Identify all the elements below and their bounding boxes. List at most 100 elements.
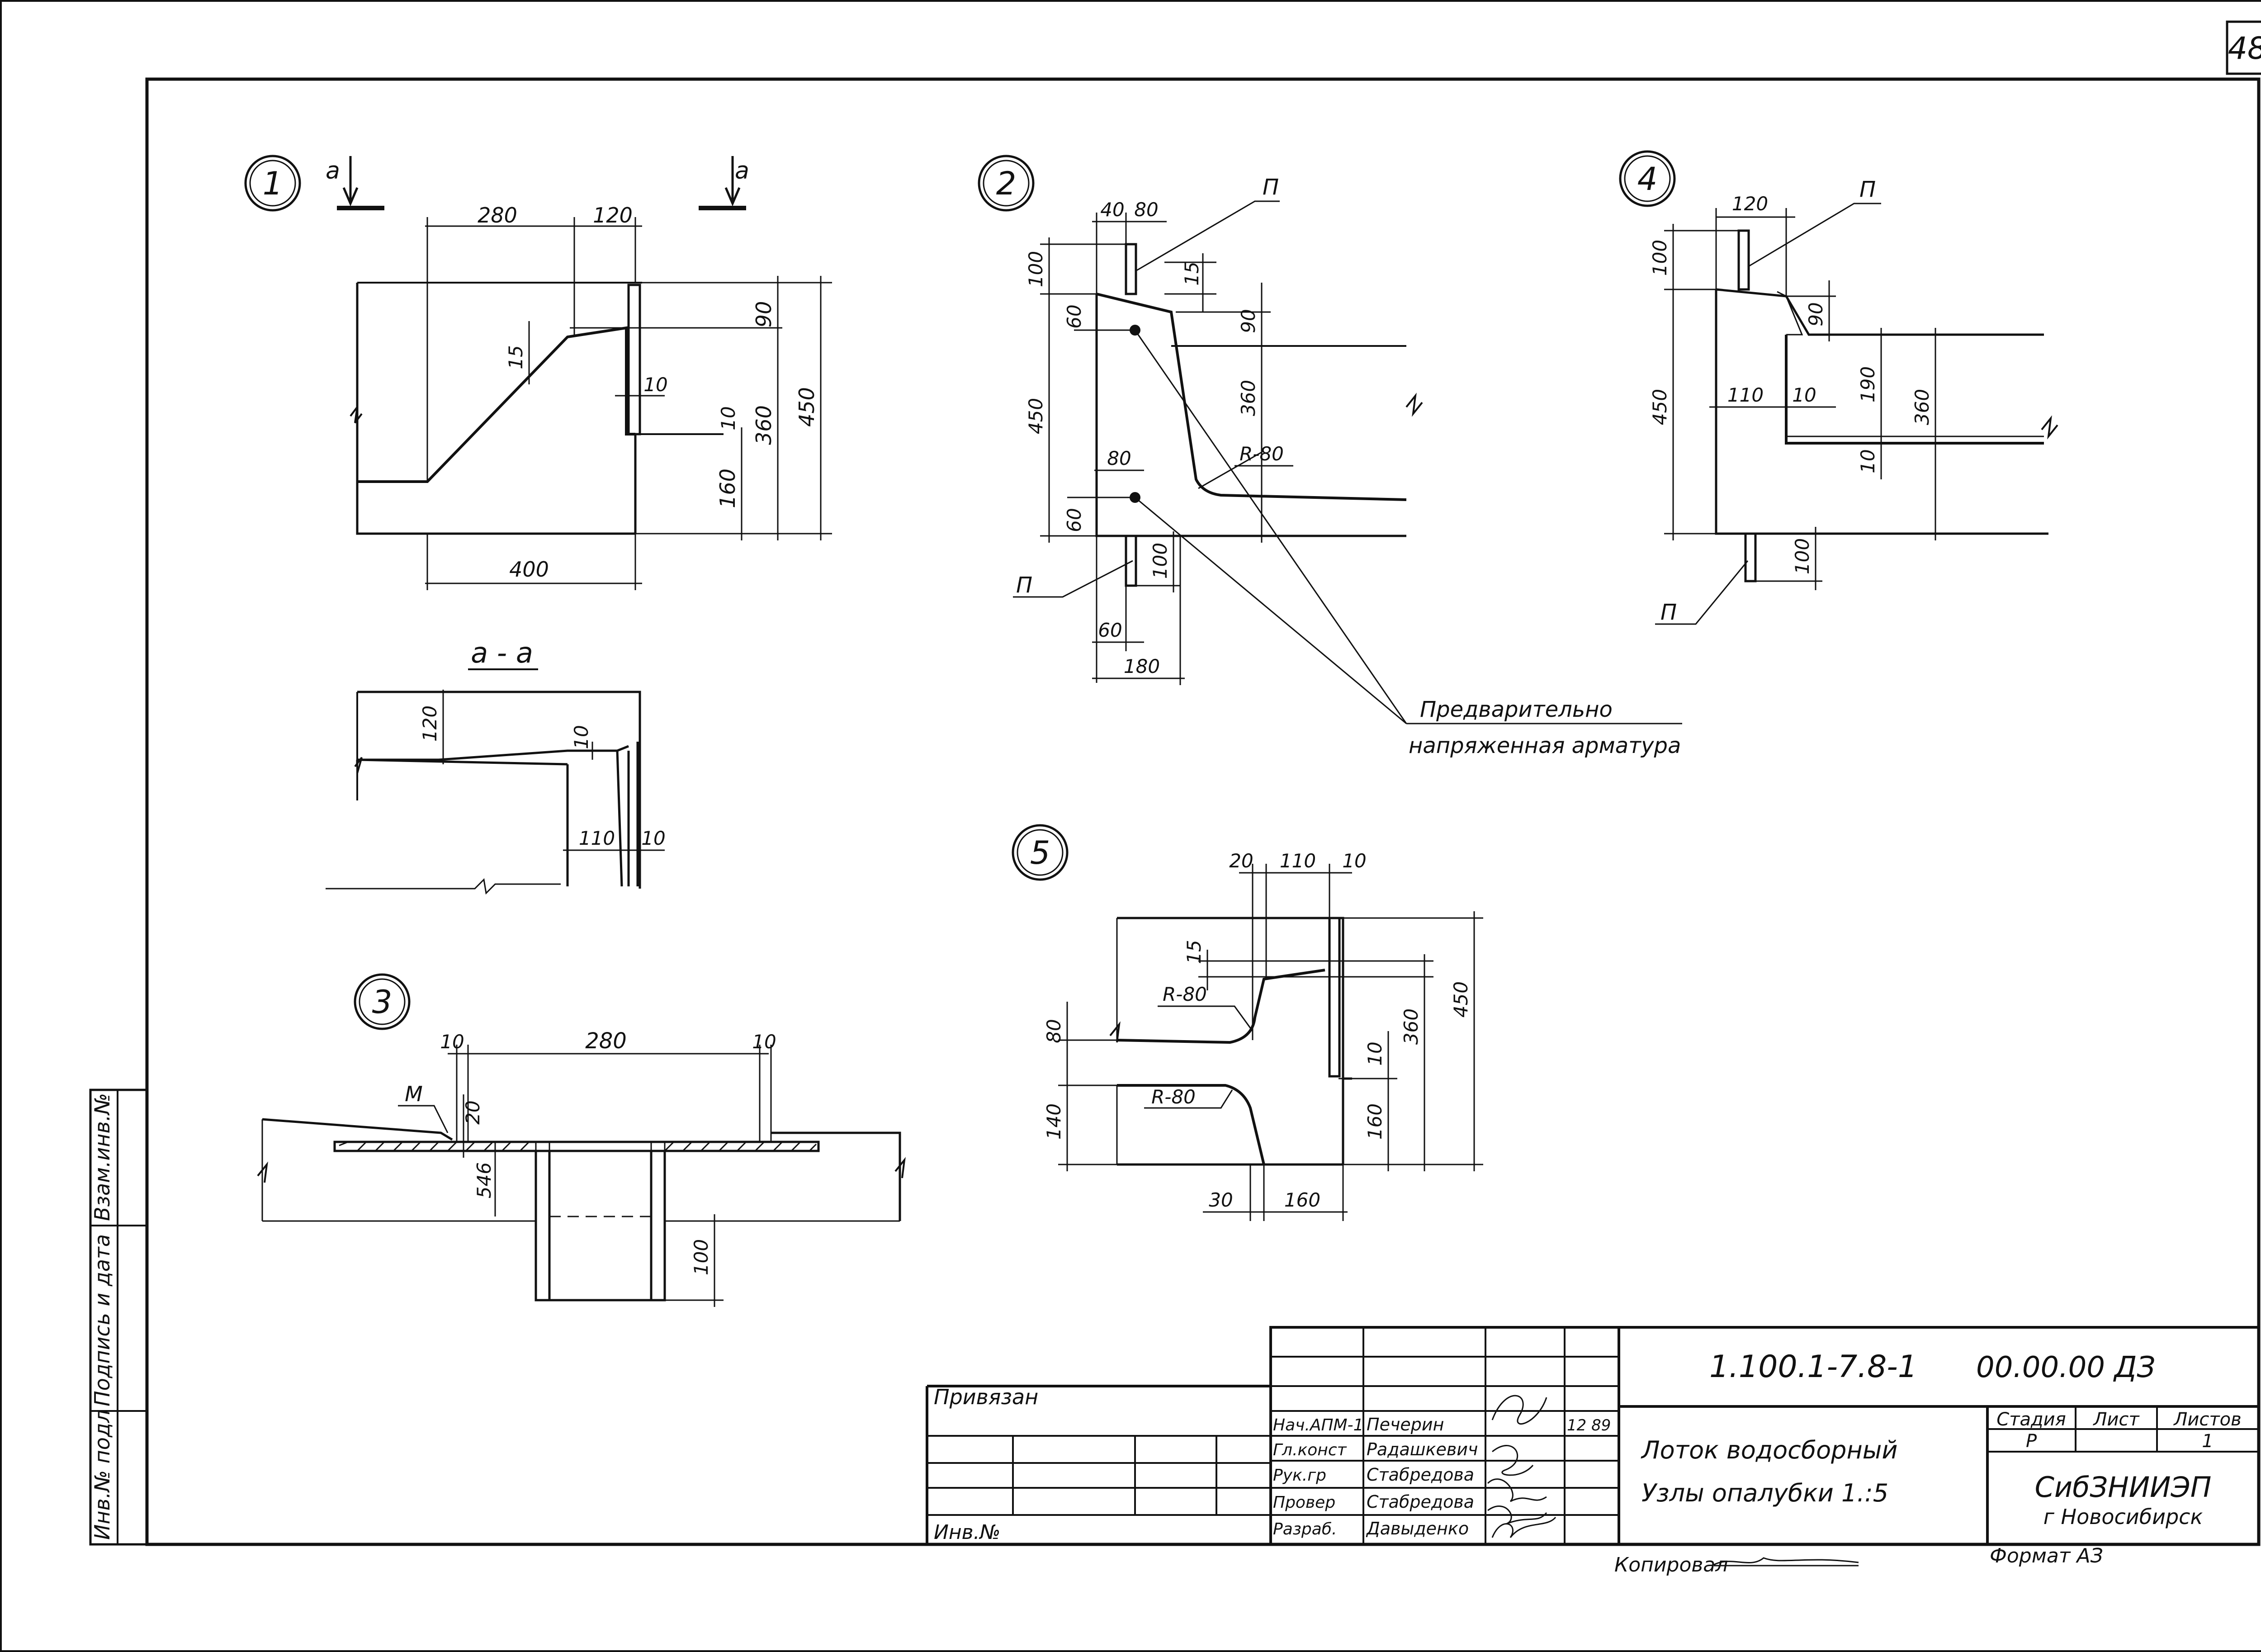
drawing-code: 00.00.00 ДЗ <box>1976 1351 2155 1384</box>
svg-text:360: 360 <box>1400 1008 1422 1045</box>
svg-text:180: 180 <box>1124 655 1160 677</box>
svg-text:450: 450 <box>795 387 819 427</box>
inv-no-label: Инв.№ <box>934 1521 1000 1544</box>
copied-signature <box>1713 1557 1859 1566</box>
svg-text:Гл.конст: Гл.конст <box>1273 1441 1347 1459</box>
detail-4-marker: 4 <box>1637 161 1658 198</box>
svg-text:Провер: Провер <box>1273 1493 1335 1512</box>
svg-text:10: 10 <box>1342 850 1366 872</box>
svg-text:Стабредова: Стабредова <box>1367 1492 1474 1512</box>
detail-3: 3 10 280 10 20 546 М 100 <box>257 973 906 1307</box>
svg-text:400: 400 <box>509 557 549 582</box>
svg-text:10: 10 <box>570 725 592 749</box>
title-line-2: Узлы опалубки 1.:5 <box>1641 1479 1888 1507</box>
section-mark-right: а <box>735 157 749 185</box>
svg-text:10: 10 <box>717 406 739 430</box>
svg-text:100: 100 <box>1149 543 1171 579</box>
svg-text:R-80: R-80 <box>1163 983 1207 1005</box>
side-label-vzam: Взам.инв.№ <box>90 1093 114 1221</box>
svg-text:1: 1 <box>2202 1431 2213 1452</box>
svg-text:10: 10 <box>643 374 667 396</box>
svg-text:160: 160 <box>1284 1189 1320 1211</box>
svg-text:100: 100 <box>1791 538 1813 574</box>
svg-text:190: 190 <box>1857 366 1879 402</box>
svg-text:П: П <box>1660 600 1677 625</box>
svg-text:10: 10 <box>440 1031 464 1053</box>
signature-1 <box>1491 1395 1547 1425</box>
section-aa: а - а 120 10 110 10 <box>326 636 666 895</box>
svg-text:Радашкевич: Радашкевич <box>1367 1439 1478 1459</box>
section-mark-left: а <box>326 157 340 185</box>
section-aa-title: а - а <box>471 636 533 669</box>
format-label: Формат АЗ <box>1990 1544 2103 1567</box>
title-block: Привязан Инв.№ Нач.АПМ-1 Печерин Гл.конс… <box>926 1326 2259 1576</box>
page-number: 48 <box>2228 31 2261 66</box>
privyazan-label: Привязан <box>934 1385 1038 1409</box>
svg-text:160: 160 <box>715 469 740 508</box>
svg-text:110: 110 <box>579 827 615 849</box>
svg-text:30: 30 <box>1209 1189 1233 1211</box>
svg-text:60: 60 <box>1063 304 1085 328</box>
svg-text:450: 450 <box>1450 981 1472 1018</box>
svg-text:100: 100 <box>1649 240 1671 276</box>
detail-1-marker: 1 <box>263 165 283 202</box>
svg-text:10: 10 <box>641 827 665 849</box>
svg-text:Разраб.: Разраб. <box>1273 1520 1337 1538</box>
svg-text:100: 100 <box>690 1239 712 1275</box>
svg-text:Нач.АПМ-1: Нач.АПМ-1 <box>1273 1416 1364 1434</box>
svg-text:40: 40 <box>1100 199 1124 221</box>
signature-5 <box>1491 1516 1556 1538</box>
side-label-podpis: Подпись и дата <box>90 1234 114 1406</box>
svg-text:80: 80 <box>1043 1019 1065 1043</box>
detail-4: 4 П П 120 100 450 90 110 10 190 360 10 <box>1619 150 2058 625</box>
svg-text:360: 360 <box>1237 380 1259 416</box>
svg-text:80: 80 <box>1107 447 1131 469</box>
svg-text:Давыденко: Давыденко <box>1366 1519 1469 1538</box>
detail-2: 2 П П Предварительно напряженная арматур… <box>978 155 1682 758</box>
side-label-inv: Инв.№ подл <box>90 1410 114 1540</box>
svg-text:360: 360 <box>1911 389 1933 425</box>
org-city: г Новосибирск <box>2043 1505 2203 1529</box>
svg-text:80: 80 <box>1134 199 1158 221</box>
svg-text:140: 140 <box>1043 1103 1065 1140</box>
org-name: СибЗНИИЭП <box>2035 1471 2212 1504</box>
title-line-1: Лоток водосборный <box>1641 1436 1898 1464</box>
svg-text:Листов: Листов <box>2173 1409 2241 1430</box>
svg-text:90: 90 <box>752 301 776 328</box>
copied-label: Копировал <box>1614 1553 1728 1576</box>
detail-2-marker: 2 <box>996 165 1017 202</box>
svg-text:20: 20 <box>462 1100 484 1124</box>
svg-text:90: 90 <box>1805 302 1827 326</box>
svg-text:450: 450 <box>1649 389 1671 425</box>
svg-text:110: 110 <box>1727 384 1764 406</box>
prestressed-note-1: Предварительно <box>1420 697 1613 722</box>
stamp-date: 12 89 <box>1567 1416 1611 1434</box>
svg-text:П: П <box>1859 177 1876 202</box>
svg-text:М: М <box>405 1082 423 1106</box>
svg-text:60: 60 <box>1098 619 1122 641</box>
svg-text:10: 10 <box>1857 449 1879 473</box>
inner-frame <box>145 77 2261 1546</box>
svg-text:280: 280 <box>478 203 517 227</box>
svg-text:П: П <box>1016 573 1032 598</box>
svg-text:Р: Р <box>2026 1431 2037 1452</box>
svg-text:280: 280 <box>585 1028 627 1054</box>
svg-text:20: 20 <box>1229 850 1253 872</box>
svg-text:15: 15 <box>1183 940 1205 964</box>
detail-1: 1 а а 280 120 90 360 450 160 10 <box>244 155 832 590</box>
svg-text:10: 10 <box>1364 1041 1386 1065</box>
detail-5-marker: 5 <box>1030 834 1050 871</box>
svg-text:Печерин: Печерин <box>1367 1415 1444 1434</box>
svg-text:Лист: Лист <box>2092 1409 2140 1430</box>
side-stamp: Взам.инв.№ Подпись и дата Инв.№ подл <box>89 1089 148 1546</box>
svg-text:120: 120 <box>419 705 441 742</box>
svg-text:15: 15 <box>1181 261 1203 285</box>
svg-text:Стабредова: Стабредова <box>1367 1465 1474 1485</box>
svg-text:160: 160 <box>1364 1103 1386 1140</box>
svg-text:450: 450 <box>1025 398 1047 434</box>
designation: 1.100.1-7.8-1 <box>1709 1349 1917 1385</box>
svg-text:120: 120 <box>1732 193 1768 215</box>
page-number-box <box>2226 20 2261 75</box>
